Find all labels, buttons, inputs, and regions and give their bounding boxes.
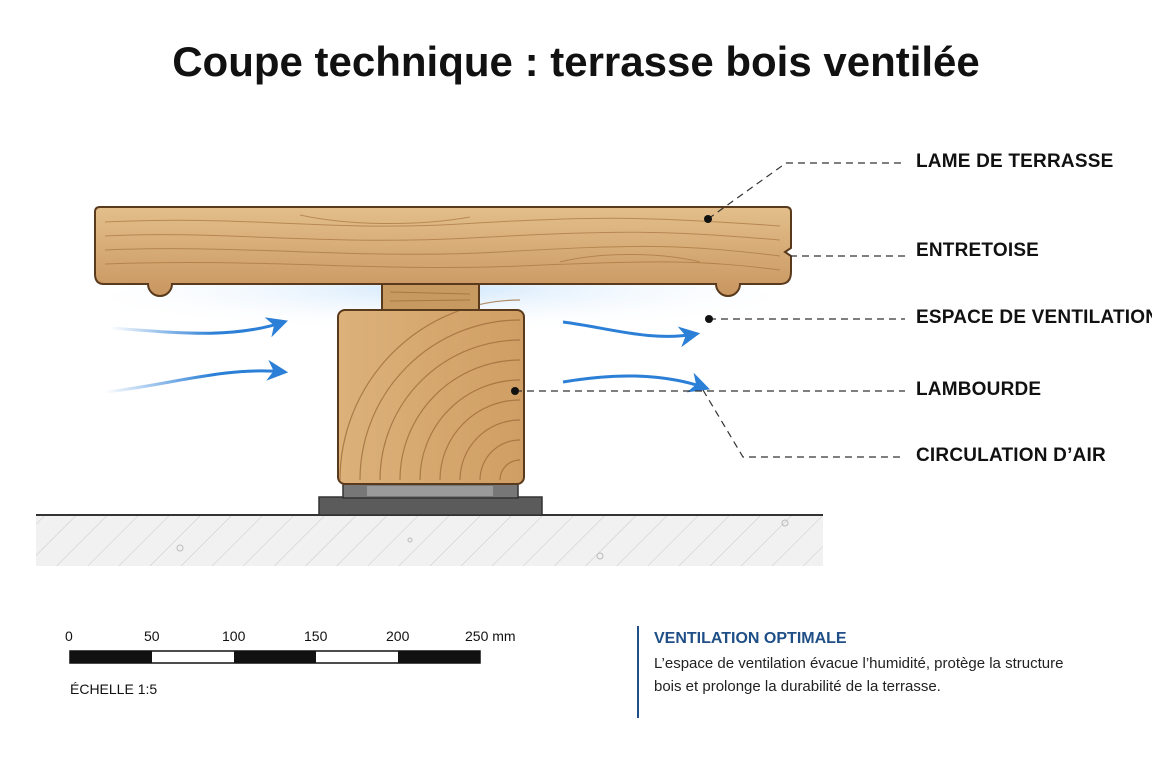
note-title: VENTILATION OPTIMALE <box>654 630 847 647</box>
air-arrow-in-top <box>109 317 288 338</box>
scale-label-100: 100 <box>222 628 246 644</box>
joist <box>337 299 525 485</box>
spacer <box>381 283 480 311</box>
scale-label-150: 150 <box>304 628 328 644</box>
leader-lines <box>515 162 905 458</box>
label-joist: LAMBOURDE <box>916 379 1042 400</box>
air-arrow-in-bottom <box>104 359 289 394</box>
scale-label-50: 50 <box>144 628 160 644</box>
note-text: L’espace de ventilation évacue l’humidit… <box>654 655 1064 695</box>
air-flow-arrows <box>104 317 710 394</box>
leader-dots <box>511 215 713 395</box>
air-arrow-out-top <box>562 320 701 348</box>
page-title: Coupe technique : terrasse bois ventilée <box>172 38 980 85</box>
scale-label-250: 250 mm <box>465 628 516 644</box>
scale-label-0: 0 <box>65 628 73 644</box>
deck-board <box>94 206 792 297</box>
ventilation-note: VENTILATION OPTIMALE L’espace de ventila… <box>637 626 1077 718</box>
label-air-circulation: CIRCULATION D’AIR <box>916 445 1106 466</box>
label-deck-board: LAME DE TERRASSE <box>916 151 1114 172</box>
scale-label-200: 200 <box>386 628 410 644</box>
scale-caption: ÉCHELLE 1:5 <box>70 681 158 697</box>
ground <box>36 514 823 566</box>
support-pad <box>318 482 543 516</box>
air-arrow-out-bottom <box>562 372 710 393</box>
label-ventilation-space: ESPACE DE VENTILATION <box>916 307 1152 328</box>
scale-bar <box>69 650 481 664</box>
label-spacer: ENTRETOISE <box>916 240 1040 261</box>
